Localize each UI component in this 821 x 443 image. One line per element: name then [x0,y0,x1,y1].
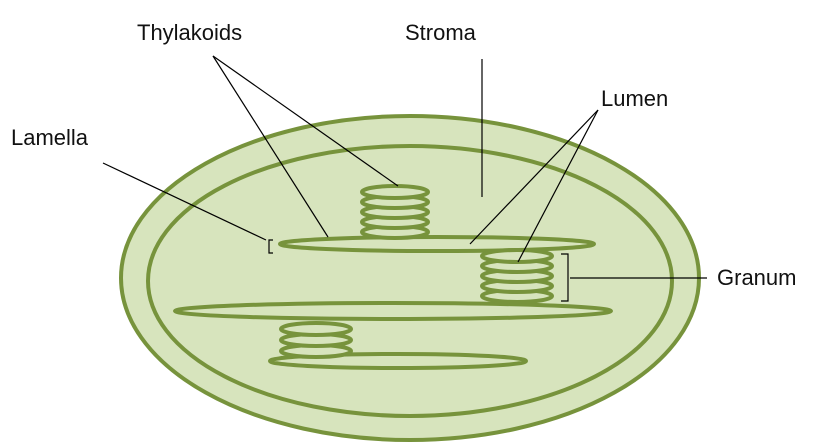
granum-label: Granum [717,267,796,289]
granum-stack-bottom [281,323,351,357]
thylakoid-disc [362,186,428,198]
stroma-lamella-top [280,237,594,251]
granum-stack-right [482,250,552,302]
stroma-label: Stroma [405,22,476,44]
thylakoid-disc [281,323,351,335]
granum-stack-top [362,186,428,238]
lamella-label: Lamella [11,127,88,149]
thylakoids-label: Thylakoids [137,22,242,44]
lumen-label: Lumen [601,88,668,110]
thylakoid-disc [482,250,552,262]
stroma-lamella-middle [175,303,611,319]
